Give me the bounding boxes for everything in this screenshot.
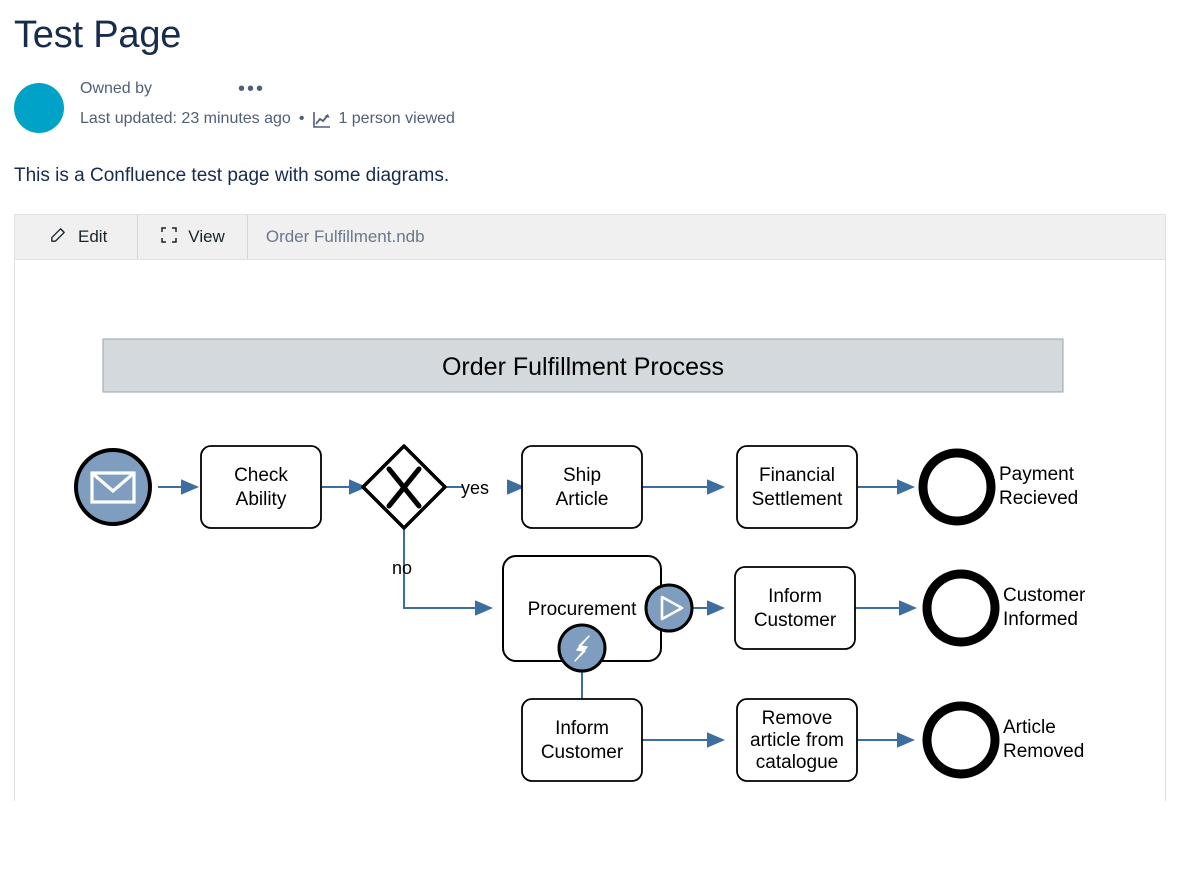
fullscreen-expand-icon — [160, 226, 178, 249]
task-remove-article-line2: article from — [750, 730, 844, 751]
bpmn-diagram[interactable]: Order Fulfillment Process — [15, 260, 1165, 801]
edge-label-no: no — [392, 558, 412, 578]
boundary-event-error[interactable] — [557, 623, 607, 673]
task-inform-customer-1[interactable]: Inform Customer — [734, 566, 856, 650]
task-inform-customer-2-line1: Inform — [555, 718, 609, 739]
views-count-label: 1 person viewed — [338, 110, 455, 127]
page-title: Test Page — [14, 14, 182, 56]
diagram-title-bar: Order Fulfillment Process — [102, 338, 1064, 393]
pencil-edit-icon — [49, 225, 68, 249]
owned-by-label: Owned by — [80, 80, 153, 97]
task-check-ability-line2: Ability — [236, 489, 287, 510]
exclusive-gateway[interactable] — [361, 444, 447, 530]
task-ship-article-line1: Ship — [563, 465, 601, 486]
view-button-label: View — [188, 227, 225, 246]
diagram-canvas[interactable]: Order Fulfillment Process — [15, 260, 1165, 801]
diagram-macro-container: Edit View Order Fulfillment.ndb — [14, 214, 1166, 801]
task-remove-article-line3: catalogue — [756, 752, 838, 773]
end-event-payment-recieved[interactable]: Payment Recieved — [918, 448, 1078, 526]
start-event-message[interactable] — [74, 448, 152, 526]
subprocess-procurement[interactable]: Procurement — [502, 555, 662, 662]
diagram-title: Order Fulfillment Process — [442, 353, 724, 381]
page-intro-text: This is a Confluence test page with some… — [14, 165, 450, 186]
play-triangle-icon — [660, 595, 684, 621]
end-event-article-removed-line1: Article — [1003, 717, 1056, 738]
task-remove-article[interactable]: Remove article from catalogue — [736, 698, 858, 782]
task-inform-customer-2-line2: Customer — [541, 742, 624, 763]
view-button[interactable]: View — [138, 215, 248, 259]
diagram-toolbar: Edit View Order Fulfillment.ndb — [15, 215, 1165, 260]
task-ship-article[interactable]: Ship Article — [521, 445, 643, 529]
byline: Owned by ••• Last updated: 23 minutes ag… — [0, 57, 1180, 133]
task-inform-customer-1-line2: Customer — [754, 610, 837, 631]
end-event-payment-recieved-line2: Recieved — [999, 488, 1078, 509]
byline-separator: • — [298, 110, 305, 127]
edit-button-label: Edit — [78, 227, 108, 246]
task-ship-article-line2: Article — [556, 489, 609, 510]
gateway-x-icon — [386, 466, 422, 509]
end-event-article-removed[interactable]: Article Removed — [922, 701, 1084, 779]
last-updated-text: Last updated: 23 minutes ago — [80, 110, 291, 127]
chart-trend-icon — [312, 111, 332, 129]
task-inform-customer-2[interactable]: Inform Customer — [521, 698, 643, 782]
task-financial-settlement-line1: Financial — [759, 465, 835, 486]
task-remove-article-line1: Remove — [762, 708, 833, 729]
edit-button[interactable]: Edit — [15, 215, 139, 259]
boundary-event-signal[interactable] — [644, 583, 694, 633]
avatar[interactable] — [14, 83, 64, 133]
task-inform-customer-1-line1: Inform — [768, 586, 822, 607]
edge-label-yes: yes — [461, 478, 489, 498]
end-event-customer-informed-line2: Informed — [1003, 609, 1078, 630]
task-financial-settlement-line2: Settlement — [752, 489, 844, 510]
end-event-customer-informed-line1: Customer — [1003, 585, 1086, 606]
subprocess-procurement-label: Procurement — [528, 599, 637, 620]
diagram-filename: Order Fulfillment.ndb — [265, 227, 425, 246]
end-event-article-removed-line2: Removed — [1003, 741, 1084, 762]
end-event-customer-informed[interactable]: Customer Informed — [922, 569, 1086, 647]
end-event-payment-recieved-line1: Payment — [999, 464, 1075, 485]
task-check-ability-line1: Check — [234, 465, 288, 486]
task-financial-settlement[interactable]: Financial Settlement — [736, 445, 858, 529]
lightning-bolt-icon — [574, 635, 590, 662]
envelope-icon — [90, 471, 136, 504]
task-check-ability[interactable]: Check Ability — [200, 445, 322, 529]
more-actions-button[interactable]: ••• — [238, 78, 266, 100]
